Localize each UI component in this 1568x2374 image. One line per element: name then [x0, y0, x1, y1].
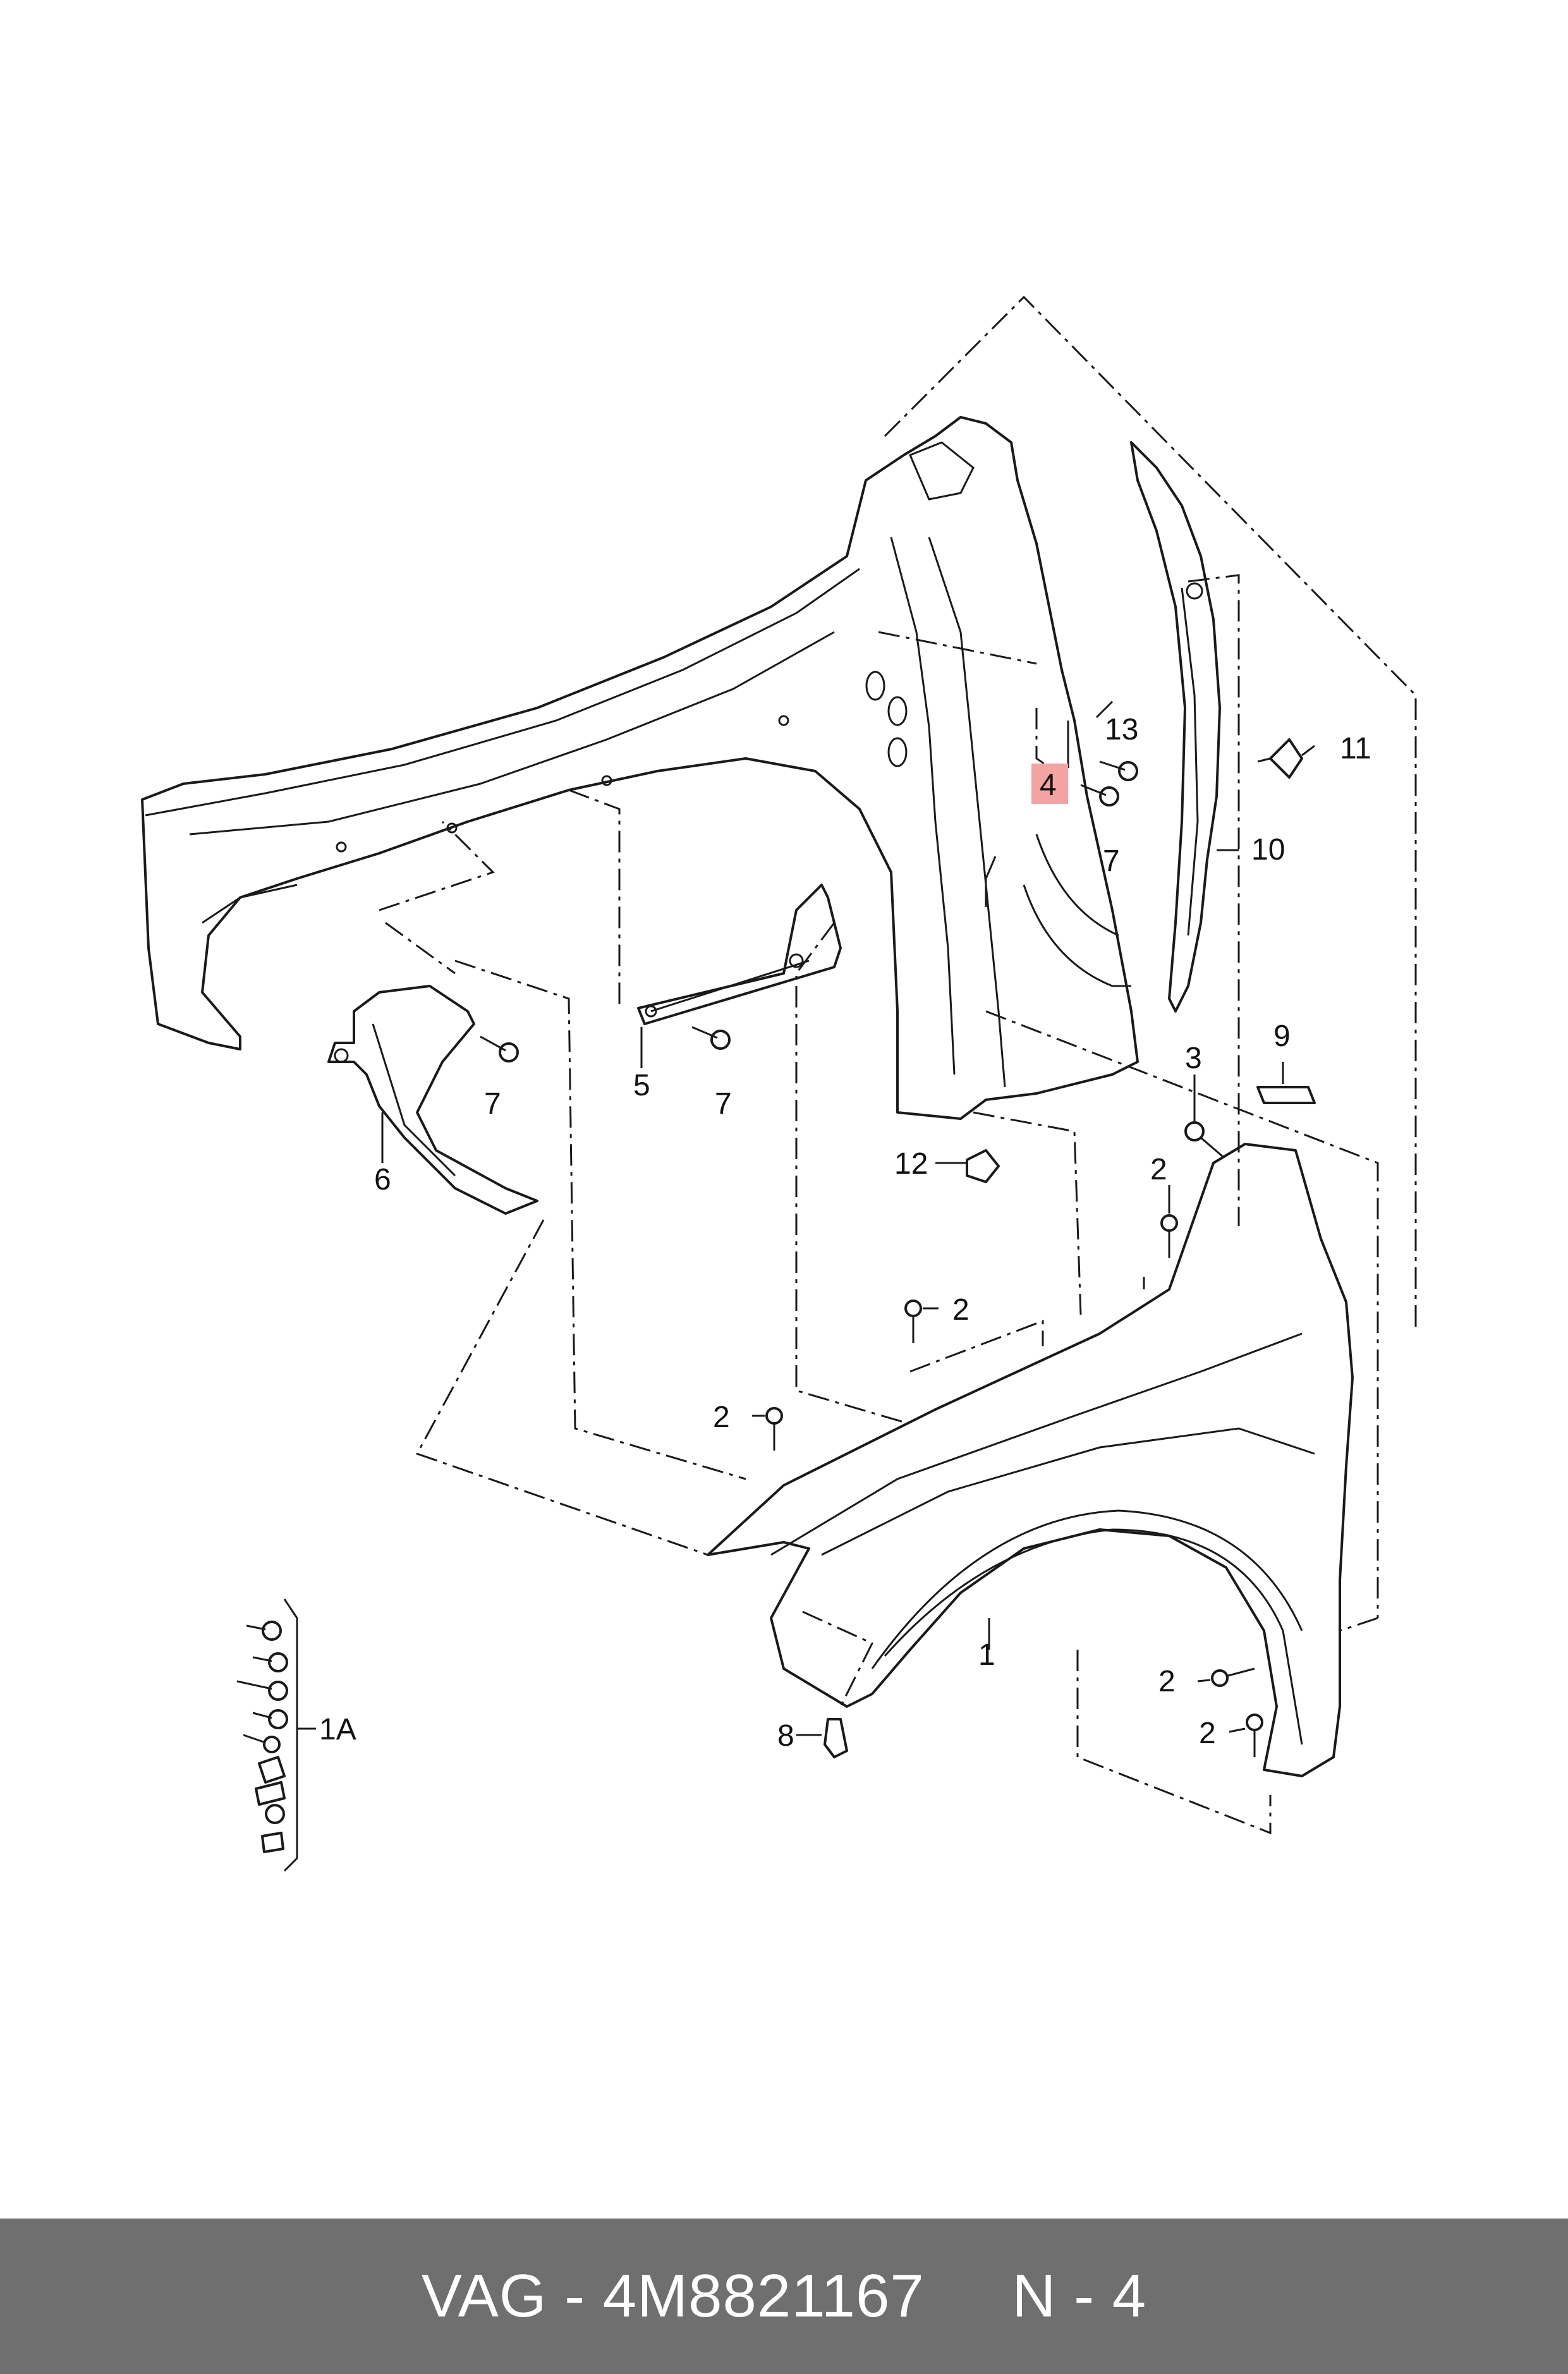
callout-2: 2 [1150, 1153, 1167, 1186]
callout-1a: 1A [319, 1713, 356, 1746]
part-number-text: VAG - 4M8821167 N - 4 [421, 2262, 1147, 2330]
kit-fastener [243, 1734, 281, 1753]
fasteners [480, 738, 1316, 1758]
callout-labels: 1 1A 2 2 2 2 2 2 3 4 5 6 7 7 7 8 9 10 11… [319, 713, 1371, 1753]
callout-7: 7 [715, 1087, 732, 1121]
kit-fastener [255, 1781, 286, 1806]
callout-10: 10 [1251, 833, 1285, 867]
screw-2d [1211, 1667, 1255, 1687]
bolt-3 [1184, 1121, 1224, 1158]
body-frame [141, 416, 1139, 1120]
kit-fastener [252, 1652, 288, 1672]
screw-2a [1160, 1214, 1178, 1258]
part-5-bracket [637, 884, 842, 1025]
callout-8: 8 [777, 1719, 794, 1753]
screw-2e [1246, 1714, 1263, 1757]
part-1-fender [707, 1143, 1354, 1777]
callout-9: 9 [1273, 1020, 1291, 1053]
callout-2: 2 [1199, 1717, 1216, 1750]
callout-4: 4 [1040, 769, 1057, 802]
callout-5: 5 [633, 1069, 650, 1102]
part-10-trim-strip [1130, 441, 1221, 1013]
callout-3: 3 [1185, 1042, 1202, 1075]
callout-2: 2 [952, 1293, 969, 1327]
callout-11: 11 [1340, 732, 1371, 765]
kit-fastener [252, 1709, 288, 1729]
callout-2: 2 [1158, 1665, 1176, 1698]
pin-8 [824, 1718, 848, 1758]
kit-fastener [265, 1804, 285, 1824]
kit-fastener [258, 1756, 286, 1784]
callout-4-highlight [1031, 764, 1068, 804]
part-number-footer: VAG - 4M8821167 N - 4 [0, 2219, 1568, 2374]
callout-7: 7 [1103, 844, 1120, 878]
callout-13: 13 [1105, 713, 1138, 746]
callout-1: 1 [978, 1638, 995, 1672]
screw-2b [904, 1300, 922, 1343]
nut-12 [966, 1149, 1000, 1183]
bolt-13 [1099, 760, 1138, 781]
fastener-kit-1a [236, 1598, 316, 1872]
kit-fastener [236, 1680, 288, 1701]
screw-2c [765, 1407, 783, 1451]
parts-diagram: 1 1A 2 2 2 2 2 2 3 4 5 6 7 7 7 8 9 10 11… [141, 295, 1417, 1872]
callout-2: 2 [713, 1401, 730, 1434]
bolt-7-middle [691, 1026, 731, 1050]
leader-lines [381, 700, 1315, 1736]
bolt-7-left [480, 1035, 519, 1062]
kit-fastener [261, 1832, 284, 1853]
bolt-7-upper [1080, 784, 1119, 807]
clip-11 [1257, 738, 1303, 779]
clip-9 [1256, 1086, 1316, 1104]
callout-12: 12 [894, 1147, 928, 1181]
part-6-bracket [327, 985, 538, 1215]
callout-7: 7 [484, 1087, 501, 1121]
kit-fastener [246, 1621, 282, 1641]
callout-6: 6 [374, 1163, 391, 1196]
